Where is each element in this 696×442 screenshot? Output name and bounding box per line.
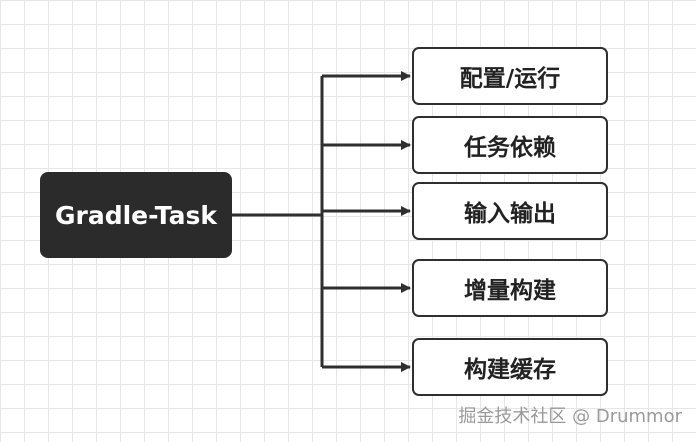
child-node-input-output: 输入输出 (412, 182, 608, 240)
child-node-incremental-build: 增量构建 (412, 259, 608, 317)
child-node-task-dependency: 任务依赖 (412, 116, 608, 174)
child-node-build-cache: 构建缓存 (412, 338, 608, 396)
watermark: 掘金技术社区 @ Drummor (458, 406, 682, 427)
child-node-config-run: 配置/运行 (412, 47, 608, 105)
root-node: Gradle-Task (40, 172, 232, 258)
